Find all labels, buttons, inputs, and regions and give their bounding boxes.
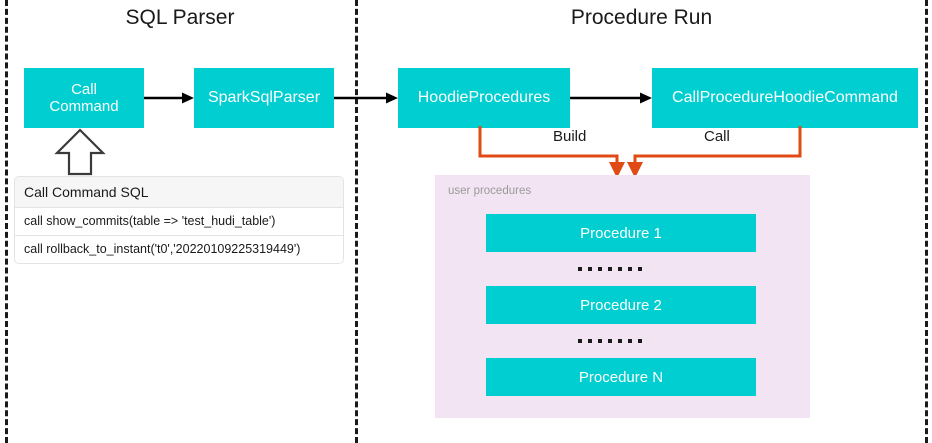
box-sparksqlparser-label: SparkSqlParser [207,88,321,106]
section-title-procedure-run: Procedure Run [570,6,713,29]
sql-card-row[interactable]: call show_commits(table => 'test_hudi_ta… [15,208,343,236]
divider-right [925,0,928,443]
ellipsis-dots-2 [578,339,642,343]
procedure-box-1[interactable]: Procedure 1 [486,214,756,252]
arrow-sparksqlparser-to-hoodieprocedures [334,92,398,104]
procedure-box-2-label: Procedure 2 [580,296,662,314]
divider-left [5,0,8,443]
box-hoodieprocedures[interactable]: HoodieProcedures [398,68,570,128]
box-callprocedurehoodiecommand[interactable]: CallProcedureHoodieCommand [652,68,918,128]
box-callprocedurehoodiecommand-label: CallProcedureHoodieCommand [672,88,898,106]
procedure-box-2[interactable]: Procedure 2 [486,286,756,324]
ellipsis-dots-1 [578,267,642,271]
box-hoodieprocedures-label: HoodieProcedures [417,88,551,106]
sql-card-header: Call Command SQL [15,177,343,208]
connector-label-build: Build [549,128,591,145]
box-call-command[interactable]: Call Command [24,68,144,128]
connector-build-and-call [478,126,802,178]
procedure-box-n[interactable]: Procedure N [486,358,756,396]
divider-middle [355,0,358,443]
box-call-command-line2: Command [49,98,119,115]
arrow-callcommand-to-sparksqlparser [144,92,194,104]
arrow-hoodieprocedures-to-callprocedurehoodiecommand [570,92,652,104]
hollow-up-arrow-icon [54,128,106,176]
procedure-box-1-label: Procedure 1 [580,224,662,242]
procedure-box-n-label: Procedure N [578,368,664,386]
user-procedures-panel-label: user procedures [448,185,532,197]
box-call-command-label: Call Command [49,81,118,116]
connector-label-call: Call [700,128,734,145]
box-sparksqlparser[interactable]: SparkSqlParser [194,68,334,128]
sql-card-row[interactable]: call rollback_to_instant('t0','202201092… [15,236,343,263]
call-command-sql-card: Call Command SQL call show_commits(table… [14,176,344,264]
section-title-sql-parser: SQL Parser [125,6,235,29]
box-call-command-line1: Call [71,80,97,98]
